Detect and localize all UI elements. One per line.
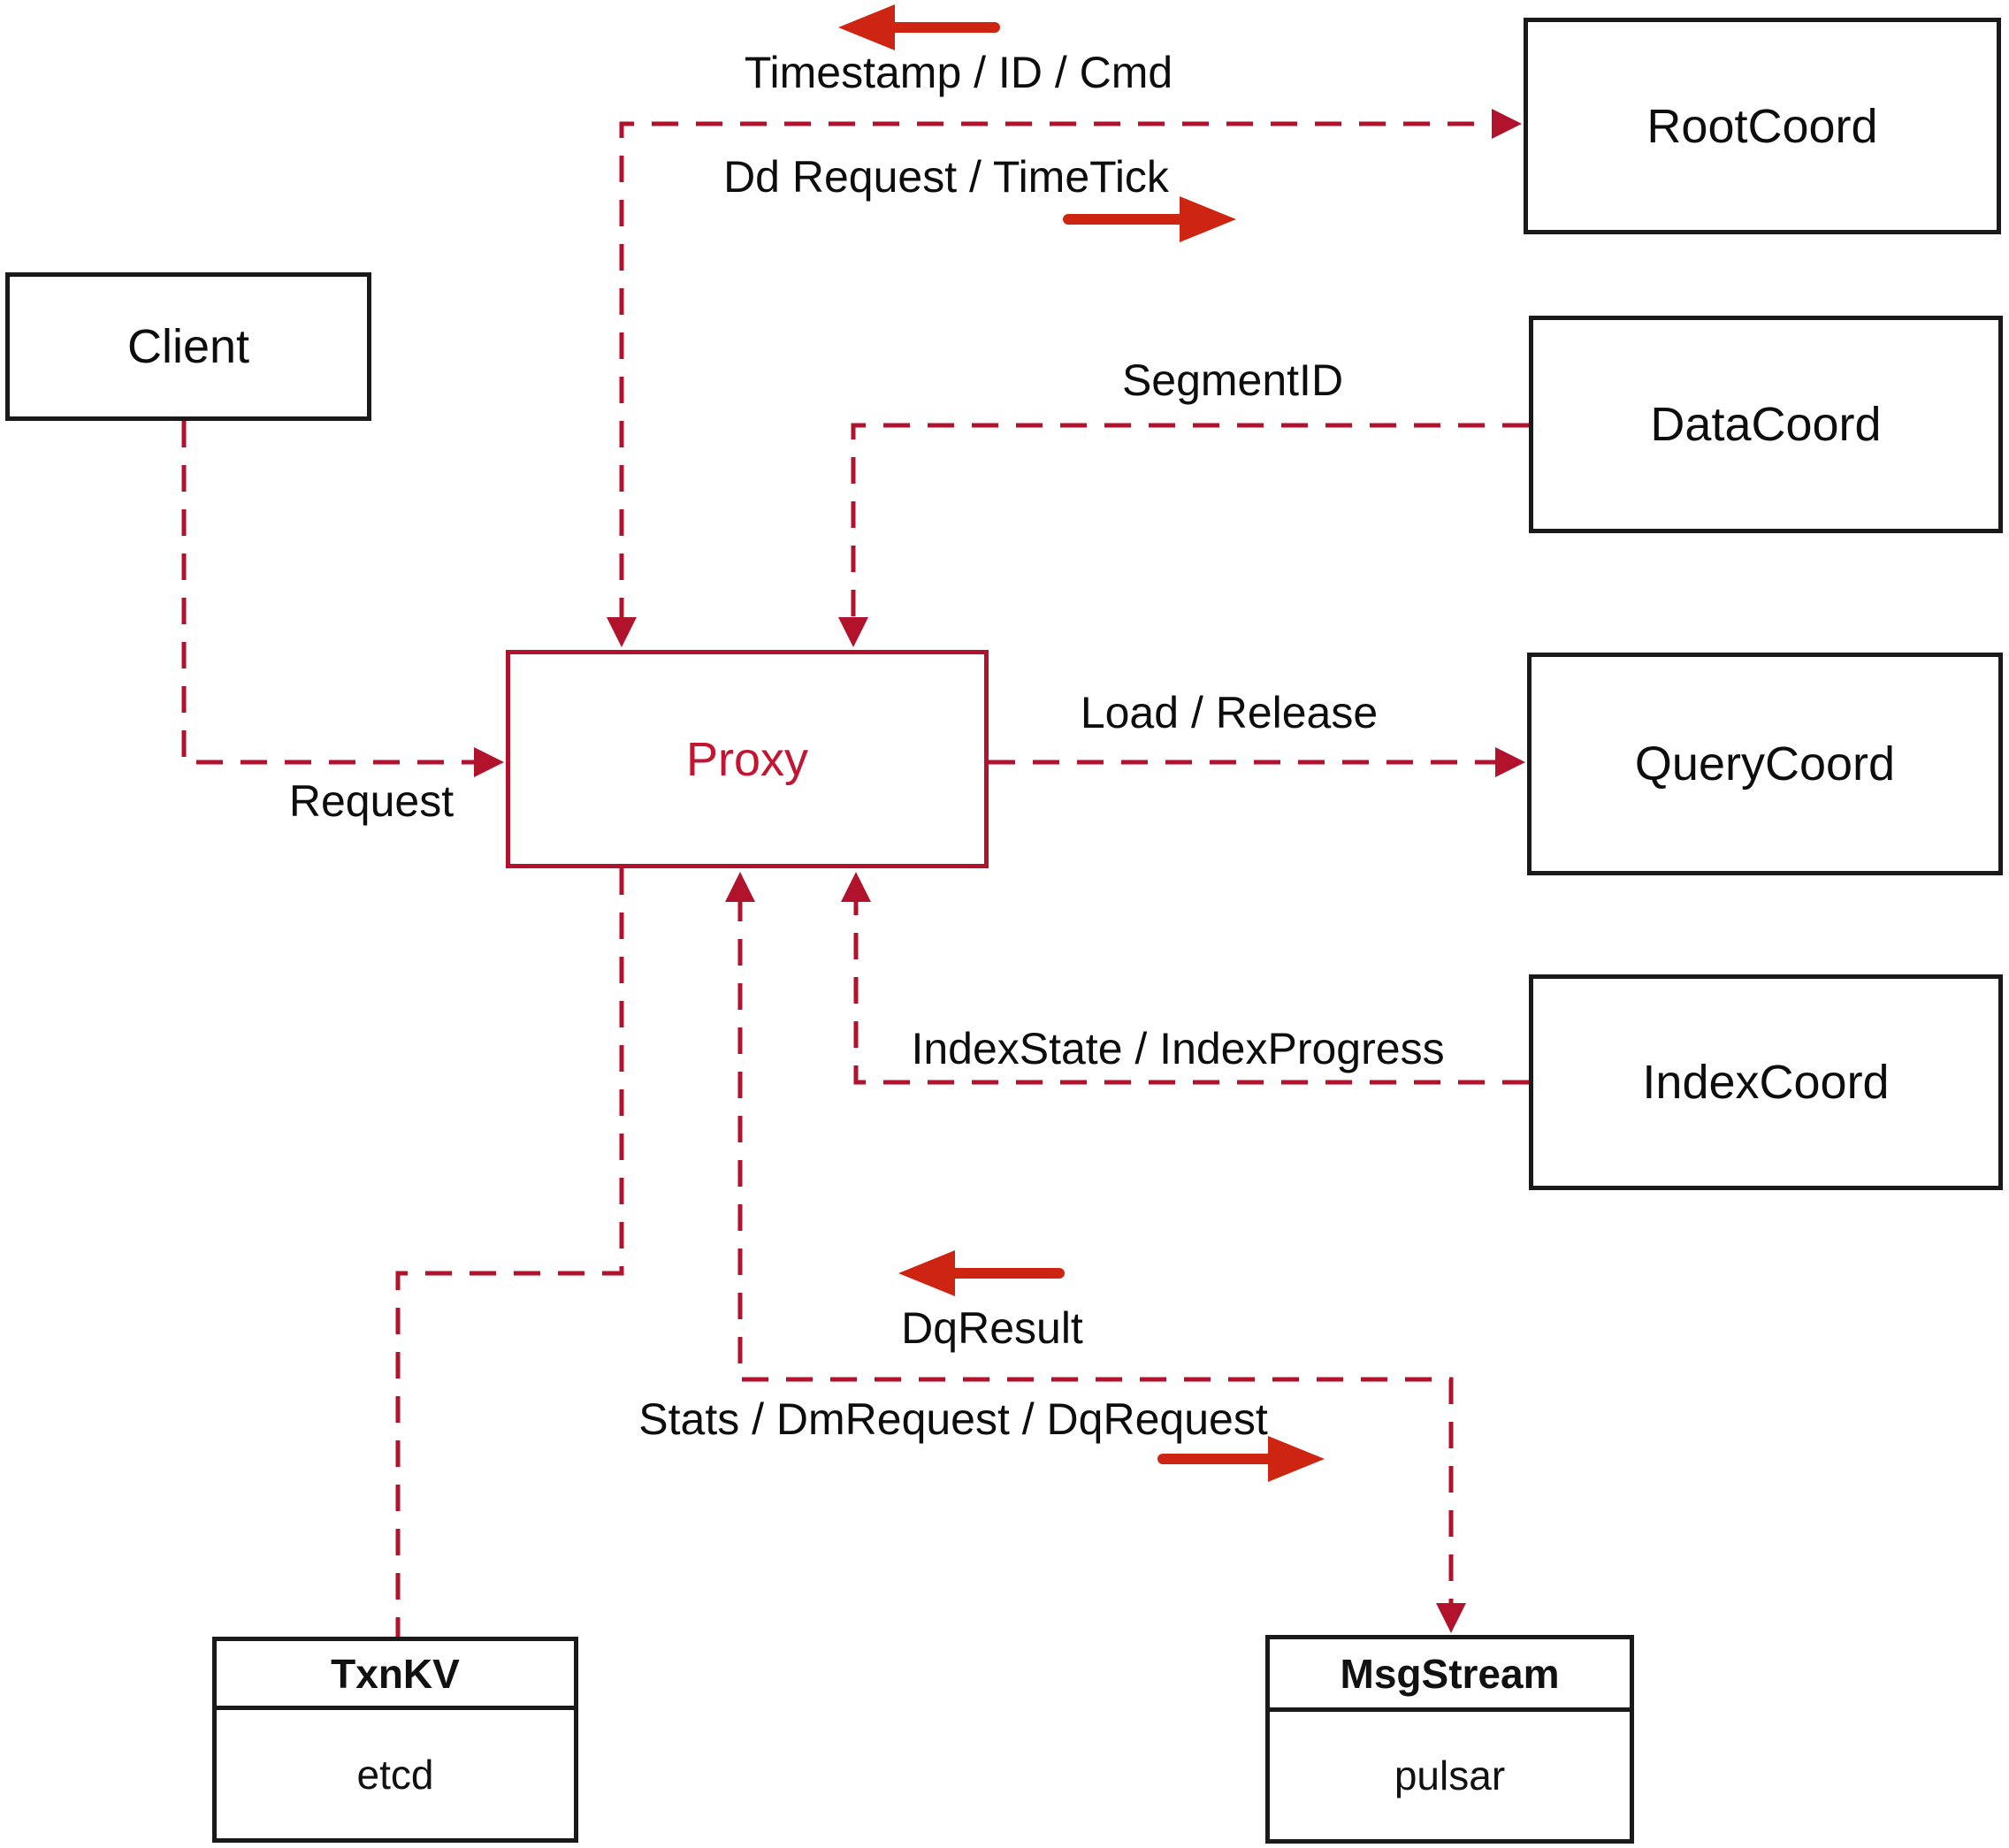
node-indexcoord-label: IndexCoord: [1642, 1056, 1890, 1109]
node-querycoord: QueryCoord: [1527, 653, 2003, 875]
arrowhead-into-proxy-top-right: [838, 617, 868, 647]
direction-arrow-left-dqresult-icon: [898, 1250, 1065, 1296]
edge-label-stats-dmrequest-dqrequest: Stats / DmRequest / DqRequest: [638, 1394, 1268, 1444]
edge-datacoord-proxy: [838, 423, 1529, 647]
arrowhead-into-proxy-bottom-right: [841, 872, 871, 902]
edge-proxy-msgstream: [725, 872, 1466, 1633]
node-querycoord-label: QueryCoord: [1634, 737, 1896, 790]
edge-indexcoord-proxy: [841, 872, 1529, 1085]
edge-label-load-release: Load / Release: [1080, 688, 1379, 737]
edge-proxy-rootcoord: [607, 109, 1522, 647]
node-datacoord-label: DataCoord: [1650, 398, 1882, 451]
node-msgstream: MsgStream pulsar: [1265, 1635, 1634, 1844]
node-datacoord: DataCoord: [1529, 316, 2003, 533]
edge-label-timestamp-id-cmd: Timestamp / ID / Cmd: [744, 48, 1173, 97]
edge-label-request: Request: [288, 776, 455, 826]
edge-client-proxy: [181, 421, 504, 777]
node-rootcoord-label: RootCoord: [1646, 99, 1878, 153]
edge-label-indexstate-indexprogress: IndexState / IndexProgress: [911, 1024, 1445, 1073]
node-indexcoord: IndexCoord: [1529, 974, 2003, 1190]
node-client-label: Client: [126, 320, 250, 373]
arrowhead-into-rootcoord: [1492, 109, 1522, 139]
node-client: Client: [5, 272, 371, 421]
arrowhead-into-msgstream: [1436, 1603, 1466, 1633]
arrowhead-into-proxy-top-left: [607, 617, 637, 647]
arrowhead-into-proxy-bottom-left: [725, 872, 755, 902]
node-proxy: Proxy: [506, 650, 989, 868]
direction-arrow-right-stats-icon: [1157, 1436, 1325, 1482]
node-txnkv-title: TxnKV: [217, 1641, 574, 1710]
direction-arrow-right-ddrequest-icon: [1063, 196, 1236, 242]
node-proxy-label: Proxy: [685, 732, 809, 786]
node-rootcoord: RootCoord: [1524, 18, 2001, 234]
node-msgstream-subtitle: pulsar: [1394, 1753, 1506, 1798]
node-txnkv-subtitle: etcd: [356, 1751, 434, 1798]
edge-label-segmentid: SegmentID: [1121, 355, 1344, 405]
node-msgstream-title: MsgStream: [1270, 1639, 1630, 1712]
edge-label-dd-request-timetick: Dd Request / TimeTick: [723, 152, 1169, 202]
edge-proxy-querycoord: [989, 747, 1525, 777]
node-txnkv: TxnKV etcd: [212, 1637, 578, 1843]
direction-arrow-left-timestamp-icon: [838, 4, 1000, 50]
arrowhead-into-querycoord: [1495, 747, 1525, 777]
arrowhead-into-proxy-left: [474, 747, 504, 777]
edge-label-dqresult: DqResult: [901, 1303, 1083, 1353]
edge-proxy-txnkv: [395, 868, 624, 1637]
